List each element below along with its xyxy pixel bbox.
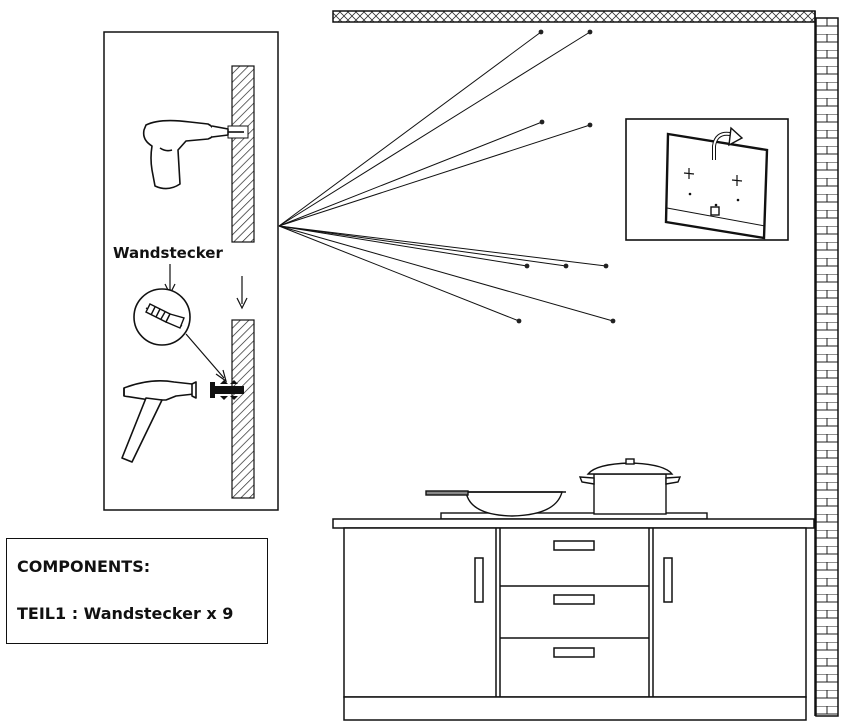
down-arrow-icon: [236, 276, 248, 310]
wall-anchor-detail: [133, 288, 191, 346]
splashback-detail: [625, 118, 789, 241]
drill-point: [610, 318, 616, 324]
components-box: COMPONENTS: TEIL1 : Wandstecker x 9: [6, 538, 268, 644]
drill-point: [539, 119, 545, 125]
ceiling: [332, 10, 816, 23]
drill-point: [603, 263, 609, 269]
drill-point: [538, 29, 544, 35]
drill-point-lines: [278, 31, 614, 322]
detail-arrow-icon: [185, 333, 228, 383]
hammer-icon: [121, 380, 197, 463]
components-heading: COMPONENTS:: [17, 557, 151, 576]
frying-pan-icon: [425, 490, 566, 517]
cookware: [425, 458, 708, 520]
drill-point: [524, 263, 530, 269]
components-item: TEIL1 : Wandstecker x 9: [17, 604, 234, 623]
wall-section-bottom: [210, 319, 255, 499]
drill-points: [516, 29, 616, 324]
wall-section-top: [227, 65, 255, 243]
brick-wall: [814, 11, 839, 717]
drill-point: [516, 318, 522, 324]
drill-point: [587, 29, 593, 35]
kitchen-cabinet: [332, 518, 815, 721]
drill-point: [587, 122, 593, 128]
part-label: Wandstecker: [113, 244, 223, 262]
drill-point: [563, 263, 569, 269]
instruction-panel: Wandstecker: [103, 31, 279, 511]
cooking-pot-icon: [578, 458, 682, 515]
drill-icon: [142, 119, 244, 190]
